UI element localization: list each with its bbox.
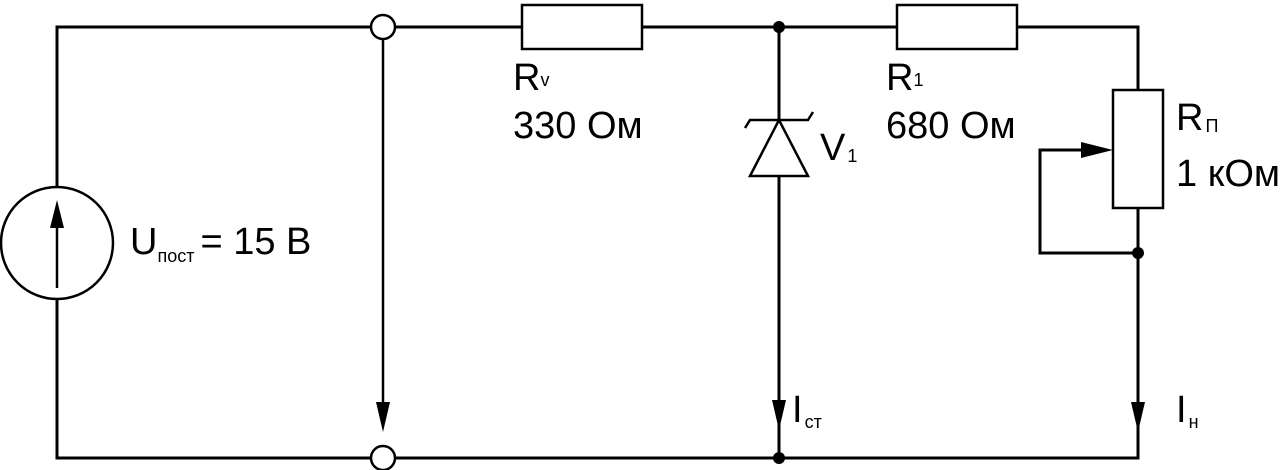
potentiometer-wiper-arrow [1081, 142, 1113, 158]
voltage-source-label: Uпост= 15 В [130, 221, 311, 266]
voltage-source-arrow-head [50, 200, 64, 228]
junction-bottom [773, 452, 785, 464]
terminal-bottom [369, 444, 397, 470]
zener-diode-bar [743, 111, 815, 129]
resistor-r1 [895, 3, 1019, 51]
resistor-rv-value: 330 Ом [513, 105, 643, 147]
resistor-r1-designator: R1 [886, 57, 923, 99]
junction-top [773, 21, 785, 33]
current-in-arrow [1131, 402, 1145, 432]
potentiometer-rp [1111, 88, 1165, 210]
terminal-top [369, 13, 397, 41]
voltage-source [0, 185, 115, 301]
resistor-rv-designator: Rv [513, 57, 549, 99]
potentiometer-value: 1 кОм [1176, 153, 1280, 195]
output-voltage-arrow [376, 40, 390, 432]
junction-wiper [1132, 247, 1144, 259]
resistor-rv [520, 3, 644, 51]
output-voltage-arrow-head [376, 402, 390, 432]
zener-diode-triangle [747, 117, 811, 178]
zener-diode-v1 [743, 111, 815, 178]
resistor-r1-value: 680 Ом [886, 105, 1016, 147]
current-ist-arrow [772, 400, 786, 430]
